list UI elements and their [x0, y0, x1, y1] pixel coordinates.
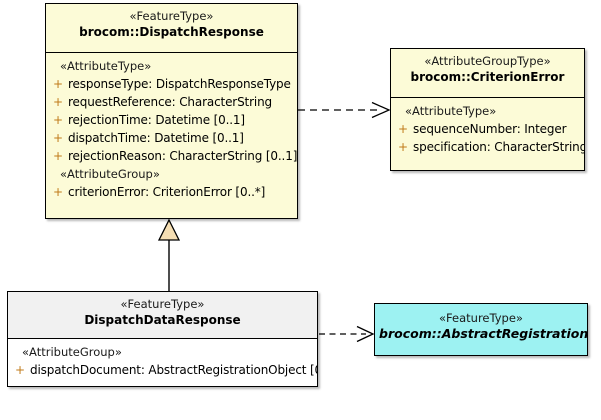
visibility-marker: +	[14, 363, 26, 377]
open-arrowhead-icon	[371, 101, 391, 119]
attribute-row[interactable]: + criterionError: CriterionError [0..*]	[48, 183, 295, 201]
visibility-marker: +	[52, 113, 64, 127]
class-attributes: «AttributeType» + sequenceNumber: Intege…	[391, 98, 584, 161]
class-box-dispatch-data-response[interactable]: «FeatureType» DispatchDataResponse «Attr…	[7, 291, 318, 387]
attribute-label: sequenceNumber: Integer	[413, 122, 567, 136]
class-name: brocom::DispatchResponse	[79, 25, 264, 39]
visibility-marker: +	[52, 149, 64, 163]
attribute-label: specification: CharacterString	[413, 140, 585, 154]
open-arrowhead-icon	[356, 325, 375, 343]
attribute-row[interactable]: + specification: CharacterString	[393, 138, 585, 156]
class-header: «AttributeGroupType» brocom::CriterionEr…	[391, 49, 584, 98]
class-box-criterion-error[interactable]: «AttributeGroupType» brocom::CriterionEr…	[390, 48, 585, 171]
dependency-dispatch-data-response-to-abstract-registration-object[interactable]	[319, 325, 375, 343]
hollow-triangle-icon	[157, 218, 181, 241]
class-box-abstract-registration-object[interactable]: «FeatureType» brocom::AbstractRegistrati…	[374, 303, 588, 356]
attribute-row[interactable]: + requestReference: CharacterString	[48, 93, 295, 111]
class-attributes: «AttributeType» + responseType: Dispatch…	[46, 53, 297, 206]
attribute-row[interactable]: + rejectionReason: CharacterString [0..1…	[48, 147, 298, 165]
compartment-group-label: «AttributeType»	[60, 59, 152, 73]
attribute-row[interactable]: + dispatchTime: Datetime [0..1]	[48, 129, 295, 147]
class-stereotype: «FeatureType»	[129, 9, 214, 23]
visibility-marker: +	[52, 185, 64, 199]
class-box-dispatch-response[interactable]: «FeatureType» brocom::DispatchResponse «…	[45, 3, 298, 219]
attribute-row[interactable]: + sequenceNumber: Integer	[393, 120, 582, 138]
attribute-label: responseType: DispatchResponseType	[68, 77, 291, 91]
class-stereotype: «AttributeGroupType»	[424, 54, 551, 68]
attribute-label: rejectionTime: Datetime [0..1]	[68, 113, 245, 127]
compartment-group-label: «AttributeGroup»	[22, 345, 122, 359]
class-header: «FeatureType» DispatchDataResponse	[8, 292, 317, 339]
class-name: brocom::CriterionError	[410, 70, 565, 84]
compartment-group-label: «AttributeGroup»	[60, 167, 160, 181]
attribute-row[interactable]: + rejectionTime: Datetime [0..1]	[48, 111, 295, 129]
attribute-label: criterionError: CriterionError [0..*]	[68, 185, 266, 199]
compartment-group-label: «AttributeType»	[405, 104, 497, 118]
class-attributes: «AttributeGroup» + dispatchDocument: Abs…	[8, 339, 317, 384]
generalization-dispatch-data-response-to-dispatch-response[interactable]	[157, 218, 181, 291]
class-name: brocom::AbstractRegistrationObject	[379, 326, 588, 341]
class-header: «FeatureType» brocom::AbstractRegistrati…	[375, 304, 587, 355]
attribute-row[interactable]: + dispatchDocument: AbstractRegistration…	[10, 361, 318, 379]
attribute-label: requestReference: CharacterString	[68, 95, 273, 109]
attribute-label: dispatchDocument: AbstractRegistrationOb…	[30, 363, 318, 377]
attribute-row[interactable]: + responseType: DispatchResponseType	[48, 75, 295, 93]
visibility-marker: +	[52, 131, 64, 145]
class-stereotype: «FeatureType»	[120, 297, 205, 311]
class-header: «FeatureType» brocom::DispatchResponse	[46, 4, 297, 53]
class-name: DispatchDataResponse	[84, 313, 241, 327]
attribute-label: rejectionReason: CharacterString [0..1]	[68, 149, 298, 163]
visibility-marker: +	[397, 122, 409, 136]
visibility-marker: +	[397, 140, 409, 154]
visibility-marker: +	[52, 95, 64, 109]
dependency-dispatch-response-to-criterion-error[interactable]	[298, 101, 391, 119]
visibility-marker: +	[52, 77, 64, 91]
class-stereotype: «FeatureType»	[439, 311, 523, 325]
attribute-label: dispatchTime: Datetime [0..1]	[68, 131, 244, 145]
